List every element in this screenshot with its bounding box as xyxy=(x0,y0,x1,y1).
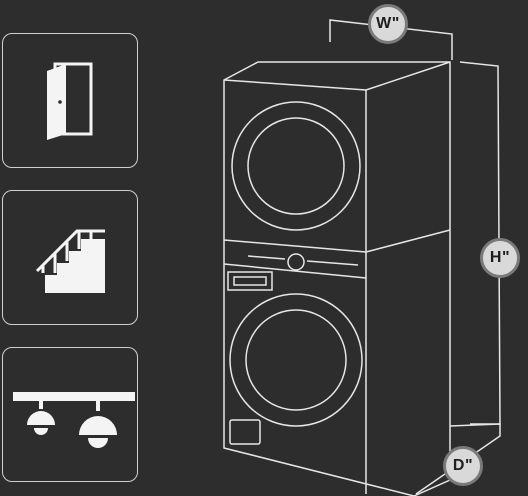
width-label: W" xyxy=(376,15,400,32)
control-strip-left xyxy=(247,255,286,260)
top-edge xyxy=(223,61,451,91)
detergent-drawer-handle xyxy=(233,276,267,286)
filter-panel xyxy=(229,419,261,445)
detergent-drawer xyxy=(227,271,273,291)
control-panel-top xyxy=(223,239,367,253)
stairs-icon xyxy=(35,229,105,293)
depth-label-badge: D" xyxy=(443,446,483,486)
dryer-door-inner xyxy=(247,117,345,215)
control-panel-side xyxy=(365,229,451,253)
width-label-badge: W" xyxy=(368,4,408,44)
door-icon xyxy=(47,62,93,140)
washer-door-inner xyxy=(245,309,347,411)
washer-door-outer xyxy=(229,293,363,427)
card-door xyxy=(2,33,138,168)
control-panel-bottom xyxy=(223,263,367,279)
ceiling-lights-icon xyxy=(13,392,135,448)
control-strip-right xyxy=(306,260,359,266)
height-label-badge: H" xyxy=(480,238,520,278)
control-knob xyxy=(287,253,305,271)
dryer-door-outer xyxy=(231,101,361,231)
card-stairs xyxy=(2,190,138,325)
height-label: H" xyxy=(489,249,511,266)
depth-label: D" xyxy=(452,457,474,474)
cabinet-outline xyxy=(223,61,451,496)
card-ceiling-lights xyxy=(2,347,138,482)
